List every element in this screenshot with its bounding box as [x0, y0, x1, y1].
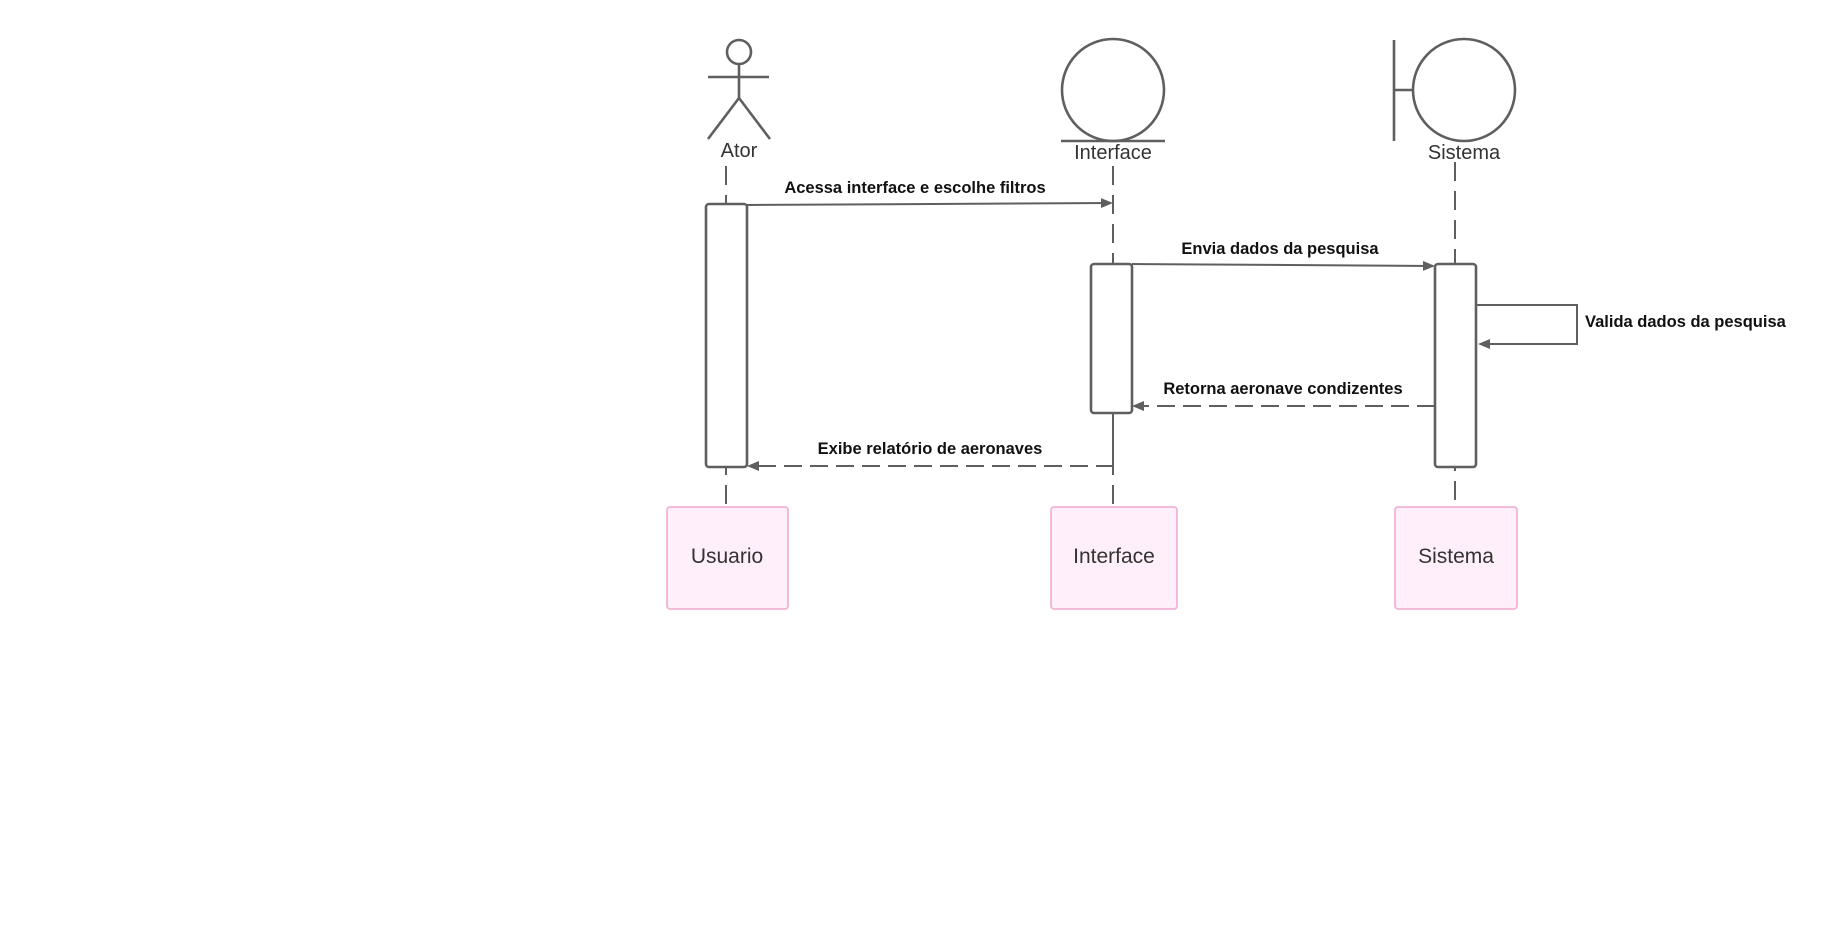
- entity-icon: [1060, 37, 1166, 143]
- message-arrow-validate-search-data: [1476, 304, 1578, 349]
- message-arrow-send-search-data: [1131, 260, 1435, 271]
- boundary-icon: [1392, 37, 1517, 143]
- message-label-validate-search-data: Valida dados da pesquisa: [1585, 313, 1787, 331]
- footer-box-label-interface: Interface: [1073, 545, 1155, 568]
- participant-label-interface: Interface: [1074, 142, 1152, 164]
- message-label-access-interface: Acessa interface e escolhe filtros: [784, 179, 1045, 197]
- actor-icon: [706, 38, 772, 140]
- message-arrow-access-interface: [746, 198, 1113, 209]
- footer-box-label-sistema: Sistema: [1418, 545, 1494, 568]
- footer-box-label-usuario: Usuario: [691, 545, 763, 568]
- participant-label-system: Sistema: [1428, 142, 1501, 164]
- footer-box-usuario: Usuario: [666, 506, 789, 610]
- message-arrow-display-report: [747, 413, 1114, 471]
- activation-interface: [1089, 262, 1134, 415]
- message-label-return-aircraft: Retorna aeronave condizentes: [1163, 380, 1402, 398]
- footer-box-interface: Interface: [1050, 506, 1178, 610]
- activation-system: [1433, 262, 1478, 469]
- activation-actor: [704, 202, 749, 469]
- message-label-send-search-data: Envia dados da pesquisa: [1181, 240, 1379, 258]
- message-label-display-report: Exibe relatório de aeronaves: [818, 440, 1043, 458]
- participant-label-actor: Ator: [721, 140, 758, 162]
- footer-box-sistema: Sistema: [1394, 506, 1518, 610]
